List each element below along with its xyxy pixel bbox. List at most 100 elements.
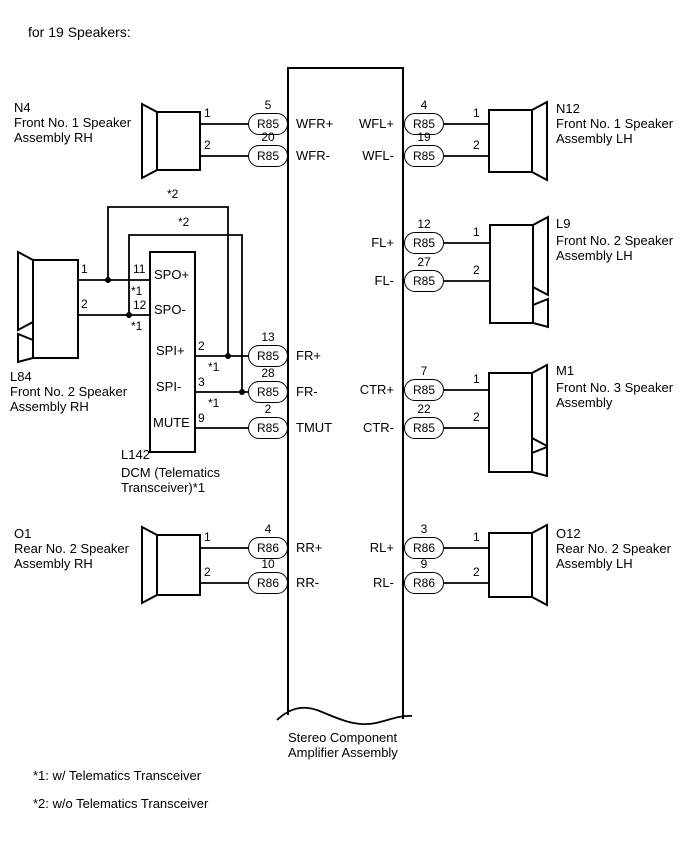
speaker-o1-code: O1 [14,526,32,541]
connector-pin-wfl-plus: 4 [420,98,428,112]
speaker-icon-l84 [17,250,79,364]
speaker-l9-code: L9 [556,216,571,231]
connector-pin-fr-minus: 28 [261,366,275,380]
speaker-n12-pin1: 1 [473,106,480,120]
dcm-pin-spi-minus: 3 [198,375,205,389]
speaker-m1-name-line1: Front No. 3 Speaker [556,380,674,395]
speaker-l84-name-line2: Assembly RH [10,399,89,414]
signal-label-fr-plus: FR+ [296,348,321,363]
signal-label-wfl-plus: WFL+ [358,116,394,131]
wires [78,123,490,584]
speaker-o1-pin2: 2 [204,565,211,579]
connector-oval-wfl-plus: R85 [404,113,444,135]
speaker-o12-name-line1: Rear No. 2 Speaker [556,541,671,556]
speaker-o12-pin1: 1 [473,530,480,544]
speaker-o1-name-line1: Rear No. 2 Speaker [14,541,129,556]
connector-pin-wfl-minus: 19 [417,130,431,144]
speaker-icon-n4 [141,102,201,180]
dcm-label-mute: MUTE [153,415,190,430]
speaker-l84-pin1: 1 [81,262,88,276]
connector-oval-rl-plus: R86 [404,537,444,559]
dcm-name-line2: Transceiver)*1 [121,480,206,495]
signal-label-wfr-plus: WFR+ [296,116,334,131]
dcm-note-spo-minus: *1 [131,319,143,333]
junction-dot [225,353,231,359]
dcm-note-spi-plus: *1 [208,360,220,374]
signal-label-ctr-plus: CTR+ [359,382,394,397]
dcm-pin-mute: 9 [198,411,205,425]
signal-label-rr-plus: RR+ [296,540,323,555]
speaker-o12-pin2: 2 [473,565,480,579]
speaker-m1-name-line2: Assembly [556,395,613,410]
connector-oval-rr-minus: R86 [248,572,288,594]
speaker-n4-pin2: 2 [204,138,211,152]
connector-pin-rr-minus: 10 [261,557,275,571]
footnote-2: *2: w/o Telematics Transceiver [33,796,209,811]
junction-dot [105,277,111,283]
speaker-icon-o12 [488,523,548,607]
speaker-icon-m1 [488,363,548,478]
speaker-m1-pin1: 1 [473,372,480,386]
speaker-l9-name-line2: Assembly LH [556,248,633,263]
speaker-o1-name-line2: Assembly RH [14,556,93,571]
connector-oval-wfr-plus: R85 [248,113,288,135]
dcm-label-spo-minus: SPO- [154,302,186,317]
dcm-pin-spo-minus: 12 [133,298,147,312]
footnote-1: *1: w/ Telematics Transceiver [33,768,202,783]
connector-pin-fl-minus: 27 [417,255,431,269]
speaker-o1-pin1: 1 [204,530,211,544]
speaker-n12-code: N12 [556,101,580,116]
speaker-l84-pin2: 2 [81,297,88,311]
signal-label-ctr-minus: CTR- [362,420,394,435]
bypass-wires [105,206,245,395]
connector-oval-fr-minus: R85 [248,381,288,403]
connector-oval-rr-plus: R86 [248,537,288,559]
dcm-name-line1: DCM (Telematics [121,465,220,480]
connector-pin-rl-plus: 3 [420,522,428,536]
speaker-l84-name-line1: Front No. 2 Speaker [10,384,128,399]
signal-label-fl-minus: FL- [374,273,395,288]
speaker-o12-name-line2: Assembly LH [556,556,633,571]
speaker-n4-name-line1: Front No. 1 Speaker [14,115,132,130]
speaker-l9-pin2: 2 [473,263,480,277]
speaker-o12-code: O12 [556,526,581,541]
speaker-n12-name-line2: Assembly LH [556,131,633,146]
signal-label-fr-minus: FR- [296,384,318,399]
connector-pin-rl-minus: 9 [420,557,428,571]
connector-pin-fr-plus: 13 [261,330,275,344]
speaker-m1-code: M1 [556,363,575,378]
signal-label-wfl-minus: WFL- [362,148,394,163]
connector-pin-tmut: 2 [264,402,272,416]
connector-oval-ctr-plus: R85 [404,379,444,401]
dcm-note-spo-plus: *1 [131,284,143,298]
junction-dot [126,312,132,318]
speaker-icon-o1 [141,525,201,605]
signal-label-rr-minus: RR- [296,575,320,590]
speaker-l84-code: L84 [10,369,32,384]
dcm-code: L142 [121,447,150,462]
connector-oval-fl-minus: R85 [404,270,444,292]
connector-oval-tmut: R85 [248,417,288,439]
speaker-icon-n12 [488,100,548,182]
connector-oval-fr-plus: R85 [248,345,288,367]
speaker-n12-pin2: 2 [473,138,480,152]
dcm-label-spo-plus: SPO+ [154,267,190,282]
dcm-pin-spo-plus: 11 [133,262,146,276]
diagram-title: for 19 Speakers: [28,24,131,40]
connector-pin-ctr-plus: 7 [420,364,428,378]
dcm-note-spi-minus: *1 [208,396,220,410]
connector-oval-ctr-minus: R85 [404,417,444,439]
connector-oval-rl-minus: R86 [404,572,444,594]
signal-label-fl-plus: FL+ [371,235,394,250]
connector-oval-wfr-minus: R85 [248,145,288,167]
connector-oval-fl-plus: R85 [404,232,444,254]
amplifier-label-line1: Stereo Component [288,730,398,745]
speaker-n12-name-line1: Front No. 1 Speaker [556,116,674,131]
bypass-outer-label: *2 [167,187,179,201]
connector-pin-rr-plus: 4 [264,522,272,536]
speaker-n4-code: N4 [14,100,31,115]
dcm-label-spi-minus: SPI- [156,379,182,394]
speaker-n4-pin1: 1 [204,106,211,120]
connector-pin-fl-plus: 12 [417,217,431,231]
